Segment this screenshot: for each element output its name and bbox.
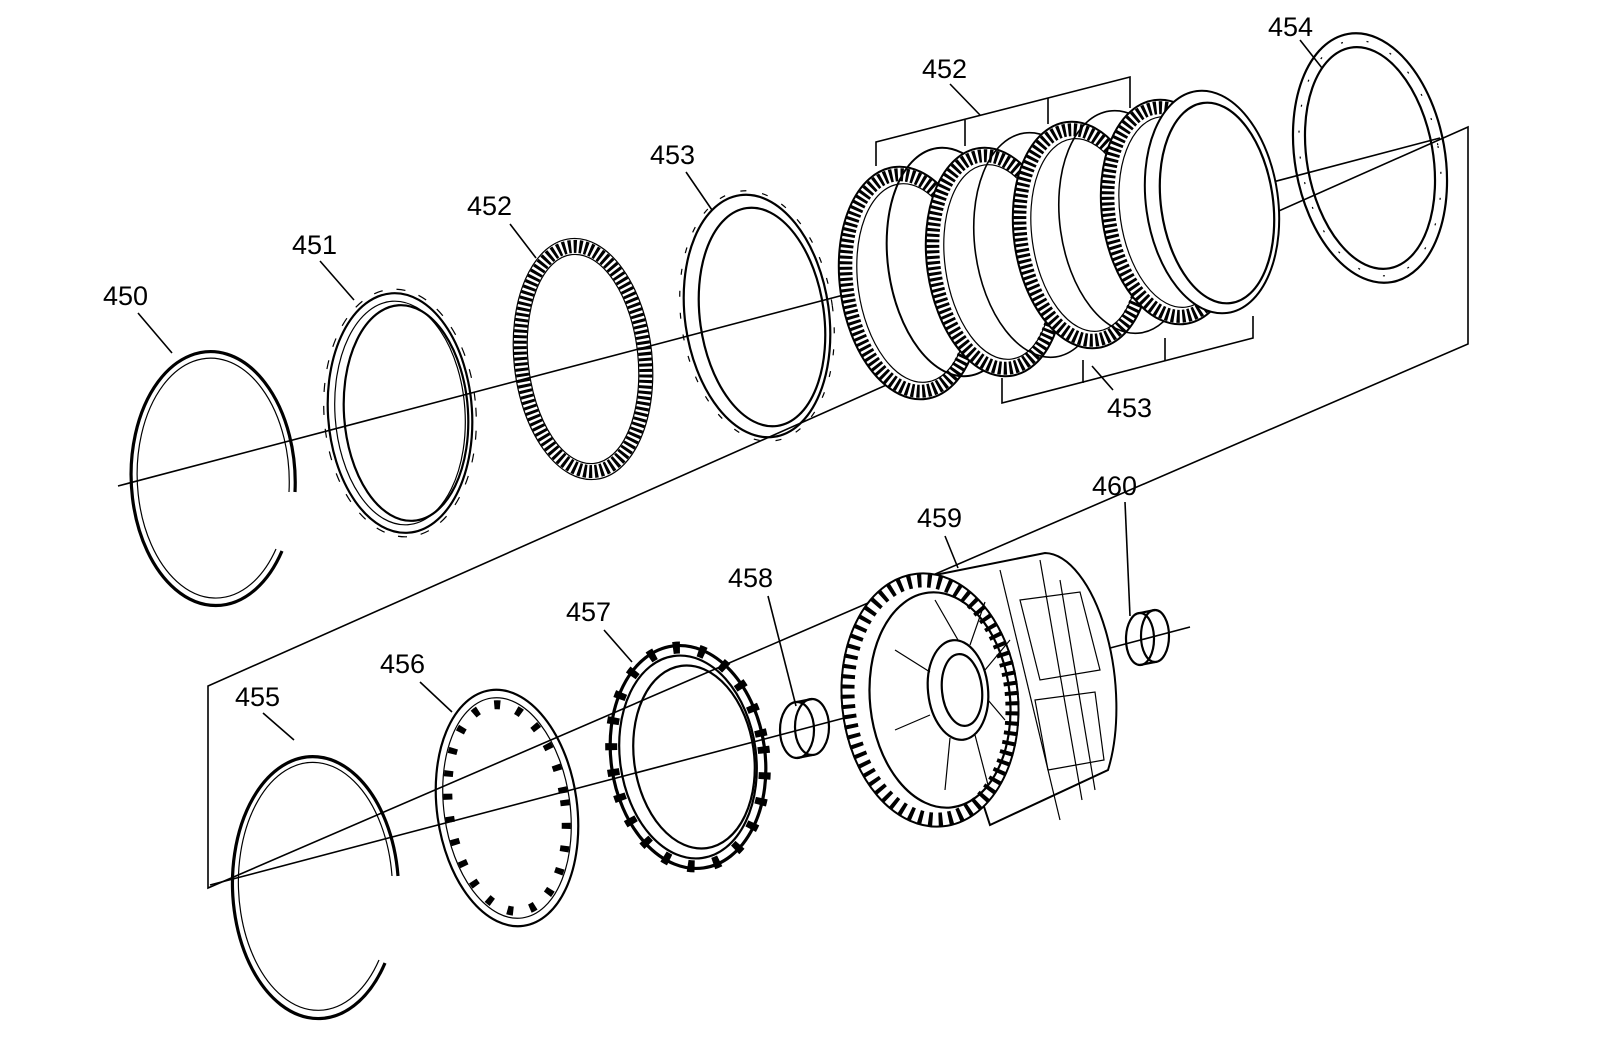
leader-457 (603, 629, 633, 663)
callout-450: 450 (103, 281, 148, 311)
callout-453-single: 453 (650, 140, 695, 170)
callout-454: 454 (1268, 12, 1313, 42)
part-460-bushing (1124, 608, 1171, 667)
leader-lines (137, 39, 1323, 741)
part-454-apply-plate (1291, 32, 1449, 284)
leader-450 (137, 312, 173, 354)
callout-451: 451 (292, 230, 337, 260)
callout-453-pack: 453 (1107, 393, 1152, 423)
part-457-piston (605, 641, 771, 873)
part-456-spring-retainer (434, 688, 580, 928)
part-459-clutch-housing (840, 551, 1118, 828)
leader-460 (1124, 501, 1131, 617)
callout-459: 459 (917, 503, 962, 533)
part-452-friction-plate (512, 237, 654, 481)
bracket-452-upper (875, 75, 1131, 166)
leader-455 (262, 712, 295, 741)
pack-steel-plate-4 (1143, 89, 1281, 315)
leader-456 (419, 681, 453, 713)
callout-452-single: 452 (467, 191, 512, 221)
leader-452a (509, 223, 537, 259)
leader-454 (1299, 39, 1323, 69)
part-458-bushing (778, 697, 831, 760)
part-453-steel-plate (679, 190, 835, 442)
bracket-453-lower (1001, 316, 1254, 405)
part-451-backing-plate (323, 288, 477, 538)
part-455-snap-ring (230, 755, 400, 1021)
callout-457: 457 (566, 597, 611, 627)
leader-453a (685, 171, 713, 211)
clutch-pack-stack (837, 89, 1281, 401)
leader-453b (1091, 365, 1114, 391)
leader-451 (319, 260, 355, 301)
leader-458 (767, 595, 797, 707)
leader-452b (949, 83, 981, 116)
callout-456: 456 (380, 649, 425, 679)
assembly-frame (207, 125, 1469, 890)
callout-452-pack: 452 (922, 54, 967, 84)
part-450-snap-ring (129, 350, 297, 608)
callout-455: 455 (235, 682, 280, 712)
callout-460: 460 (1092, 471, 1137, 501)
leader-459 (944, 535, 959, 569)
callout-458: 458 (728, 563, 773, 593)
